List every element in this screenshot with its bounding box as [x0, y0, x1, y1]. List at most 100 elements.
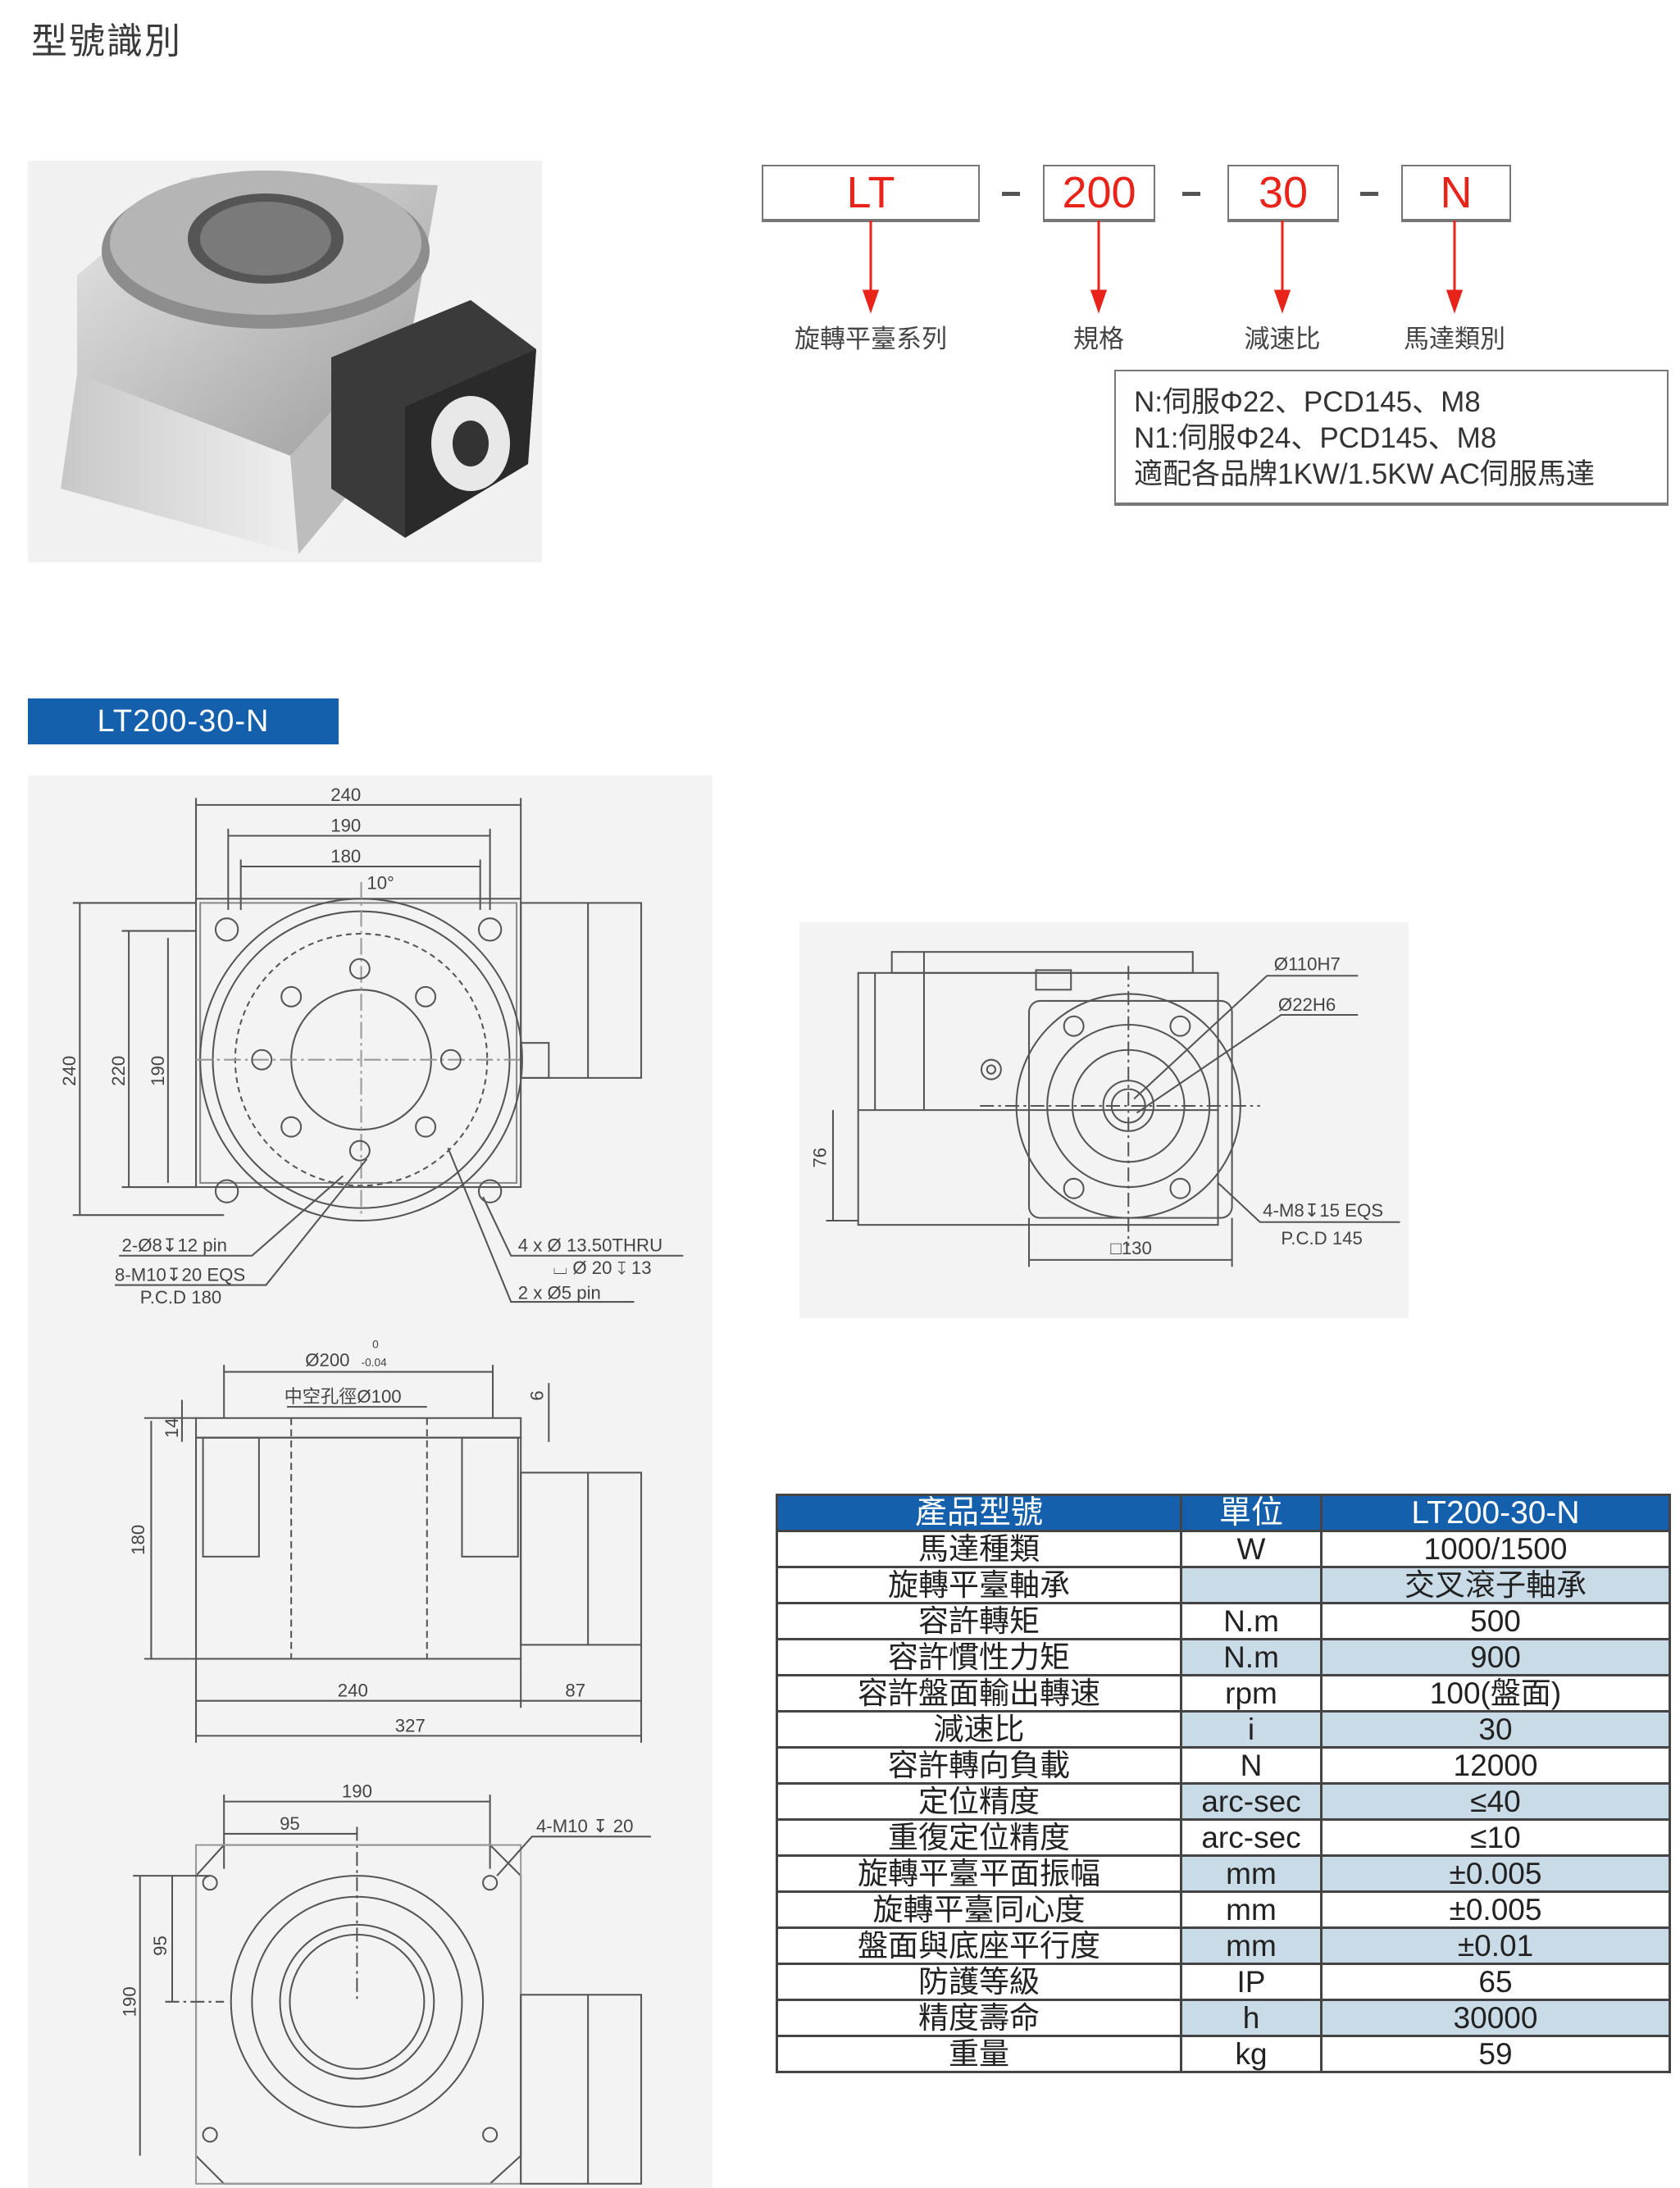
spec-value-cell: ±0.005 — [1320, 1854, 1671, 1893]
callout-label: Ø110H7 — [1274, 953, 1341, 974]
drawing-panel-motor — [799, 922, 1409, 1318]
segment-label-motor: 馬達類別 — [1404, 325, 1505, 354]
dim-label: 190 — [120, 1986, 140, 2017]
dim-label: 180 — [128, 1525, 148, 1555]
spec-name-cell: 防護等級 — [776, 1963, 1182, 2001]
spec-name-cell: 容許慣性力矩 — [776, 1638, 1182, 1676]
spec-unit-cell: N — [1180, 1746, 1323, 1785]
spec-unit-cell: arc-sec — [1180, 1782, 1323, 1821]
bottom-view-drawing — [133, 1795, 651, 2185]
spec-name-cell: 旋轉平臺同心度 — [776, 1890, 1182, 1929]
table-header-row: 產品型號 單位 LT200-30-N — [776, 1494, 1671, 1532]
dim-label: 14 — [162, 1417, 182, 1438]
motor-type-note: N:伺服Φ22、PCD145、M8 N1:伺服Φ24、PCD145、M8 適配各… — [1114, 370, 1669, 506]
spec-name-cell: 精度壽命 — [776, 1999, 1182, 2037]
spec-name-cell: 容許轉矩 — [776, 1602, 1182, 1640]
spec-name-cell: 盤面與底座平行度 — [776, 1926, 1182, 1965]
callout-label: 4-M8↧15 EQS — [1263, 1200, 1383, 1221]
spec-unit-cell: arc-sec — [1180, 1818, 1323, 1857]
separator-dash — [1002, 192, 1020, 196]
spec-value-cell: 900 — [1320, 1638, 1671, 1676]
spec-name-cell: 減速比 — [776, 1710, 1182, 1749]
header-unit: 單位 — [1180, 1494, 1323, 1532]
dim-label: 87 — [565, 1681, 585, 1701]
spec-unit-cell: mm — [1180, 1926, 1323, 1965]
callout-label: Ø22H6 — [1278, 994, 1336, 1015]
motor-view-drawing — [826, 951, 1400, 1267]
spec-value-cell: ≤40 — [1320, 1782, 1671, 1821]
separator-dash — [1360, 192, 1378, 196]
spec-name-cell: 旋轉平臺平面振幅 — [776, 1854, 1182, 1893]
spec-value-cell: ≤10 — [1320, 1818, 1671, 1857]
segment-label-size: 規格 — [1073, 325, 1124, 354]
page-title: 型號識別 — [31, 20, 182, 62]
spec-value-cell: ±0.005 — [1320, 1890, 1671, 1929]
spec-name-cell: 旋轉平臺軸承 — [776, 1566, 1182, 1604]
dim-label: 180 — [330, 846, 361, 867]
callout-label: P.C.D 145 — [1281, 1228, 1363, 1249]
spec-unit-cell: mm — [1180, 1854, 1323, 1893]
product-photo — [28, 161, 542, 562]
note-line: N1:伺服Φ24、PCD145、M8 — [1134, 422, 1497, 454]
code-box-motor: N — [1401, 165, 1511, 222]
arrow-down-icon — [1273, 289, 1291, 314]
separator-dash — [1182, 192, 1200, 196]
spec-value-cell: 65 — [1320, 1963, 1671, 2001]
callout-label: 8-M10↧20 EQS — [115, 1264, 245, 1285]
dim-label: 220 — [108, 1056, 129, 1086]
top-view-drawing — [72, 798, 684, 1303]
spec-unit-cell: kg — [1180, 2035, 1323, 2073]
side-view-drawing — [143, 1364, 643, 1743]
dim-label: 10° — [367, 872, 394, 893]
spec-value-cell: 12000 — [1320, 1746, 1671, 1785]
code-box-ratio: 30 — [1227, 165, 1339, 222]
dim-label: 240 — [59, 1056, 80, 1086]
spec-unit-cell: mm — [1180, 1890, 1323, 1929]
tolerance-lower: -0.04 — [362, 1357, 388, 1369]
dim-label: 240 — [338, 1681, 368, 1701]
spec-value-cell: ±0.01 — [1320, 1926, 1671, 1965]
table-row: 旋轉平臺軸承 交叉滾子軸承 — [776, 1566, 1671, 1604]
drawing-panel-main — [28, 776, 713, 2188]
dim-label: 190 — [330, 815, 361, 835]
tolerance-upper: 0 — [372, 1338, 379, 1350]
callout-label: ⌴ Ø 20 ↧ 13 — [553, 1258, 651, 1278]
spec-unit-cell: i — [1180, 1710, 1323, 1749]
callout-label: P.C.D 180 — [140, 1287, 222, 1308]
spec-name-cell: 重復定位精度 — [776, 1818, 1182, 1857]
code-arrows — [862, 221, 1464, 314]
dim-label: 190 — [342, 1781, 372, 1802]
code-box-size: 200 — [1043, 165, 1155, 222]
callout-label: 4 x Ø 13.50THRU — [518, 1235, 662, 1256]
spec-name-cell: 重量 — [776, 2035, 1182, 2073]
spec-value-cell: 交叉滾子軸承 — [1320, 1566, 1671, 1604]
arrow-down-icon — [862, 289, 880, 314]
dim-label: 中空孔徑Ø100 — [285, 1386, 402, 1407]
spec-unit-cell — [1180, 1566, 1323, 1604]
dim-label: 240 — [330, 785, 361, 805]
header-model: 產品型號 — [776, 1494, 1182, 1532]
callout-label: 4-M10 ↧ 20 — [536, 1816, 633, 1836]
spec-unit-cell: h — [1180, 1999, 1323, 2037]
dim-label: 6 — [527, 1390, 548, 1400]
dim-label: 95 — [280, 1813, 300, 1834]
dim-label: Ø200 — [305, 1350, 349, 1371]
callout-label: 2-Ø8↧12 pin — [122, 1235, 227, 1256]
spec-name-cell: 定位精度 — [776, 1782, 1182, 1821]
spec-value-cell: 1000/1500 — [1320, 1530, 1671, 1568]
note-line: N:伺服Φ22、PCD145、M8 — [1134, 386, 1481, 418]
dim-label: 76 — [809, 1148, 830, 1168]
